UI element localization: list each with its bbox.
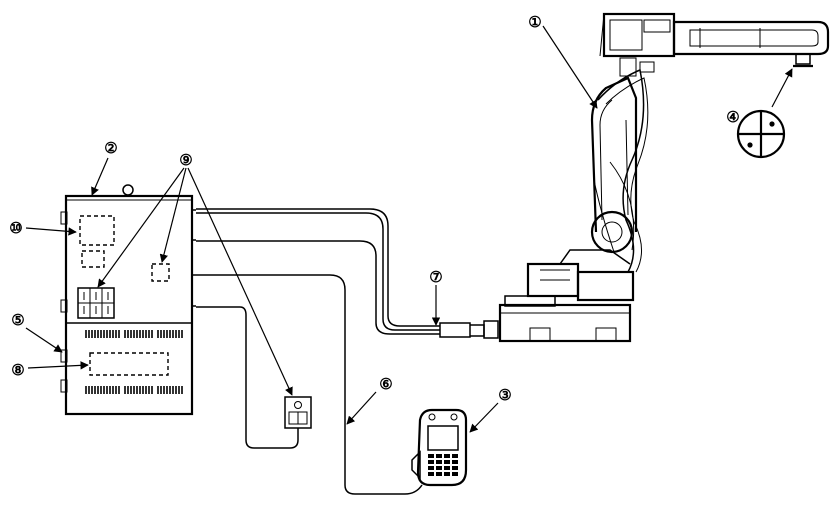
callout-8: ⑧ [11,361,24,379]
callout-3: ③ [498,386,511,404]
tool-flange-symbol [736,109,786,159]
cabinet-vents [85,330,183,394]
controller-cabinet [60,184,196,416]
interface-box [284,396,312,429]
callout-2: ② [104,139,117,157]
leader-lines [25,25,793,433]
callout-10: ⑩ [9,219,22,237]
pendant-keys [428,454,458,476]
robot-arm [498,12,830,343]
callout-9: ⑨ [179,151,192,169]
callout-labels: ① ② ③ ④ ⑤ ⑥ ⑦ ⑧ ⑨ ⑩ [9,13,739,404]
cabinet-component-9-right [151,263,170,282]
callout-4: ④ [726,108,739,126]
callout-7: ⑦ [429,268,442,286]
cabinet-component-8 [89,352,169,376]
callout-6: ⑥ [379,375,392,393]
cabinet-component-small [81,250,105,268]
callout-5: ⑤ [11,311,24,329]
cabinet-breakers [77,287,115,319]
teach-pendant [411,408,468,487]
cabinet-component-10 [79,215,115,246]
robot-cables [196,208,499,495]
callout-1: ① [528,13,541,31]
lifting-eye-icon [122,184,134,196]
